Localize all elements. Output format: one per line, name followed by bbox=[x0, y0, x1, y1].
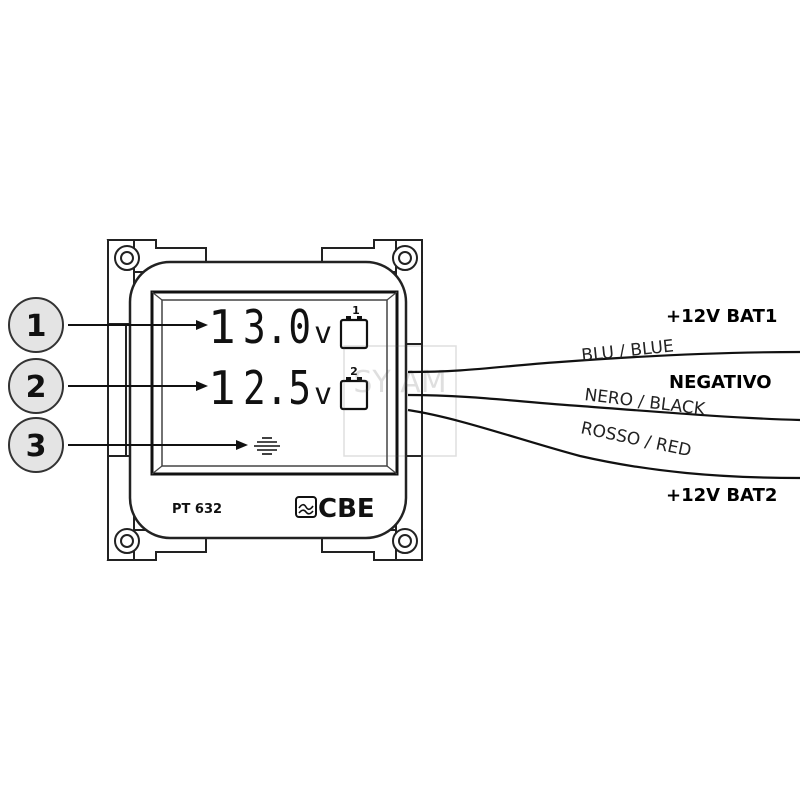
battery-2-icon: 2 bbox=[339, 365, 369, 411]
callout-1-number: 1 bbox=[26, 309, 47, 344]
wire-blue-label: BLU / BLUE bbox=[580, 336, 674, 366]
terminal-bat1-label: +12V BAT1 bbox=[666, 306, 777, 327]
battery-1-icon-number: 1 bbox=[352, 304, 360, 317]
wire-black bbox=[407, 393, 800, 422]
battery-1-voltage: 3.0 bbox=[243, 300, 311, 354]
terminal-negative-label: NEGATIVO bbox=[669, 372, 772, 393]
battery-1-index: 1 bbox=[208, 300, 236, 354]
cbe-logo-icon bbox=[295, 496, 317, 518]
battery-2-unit: v bbox=[314, 377, 332, 412]
wave-icon bbox=[254, 437, 280, 455]
callout-leaders bbox=[68, 320, 248, 450]
battery-2-readout: 1 2.5 v 2 bbox=[208, 361, 369, 415]
callout-2: 2 bbox=[8, 358, 64, 414]
battery-2-voltage: 2.5 bbox=[243, 361, 311, 415]
battery-1-unit: v bbox=[314, 316, 332, 351]
callout-3-number: 3 bbox=[26, 429, 47, 464]
callout-3: 3 bbox=[8, 417, 64, 473]
wires bbox=[407, 350, 800, 480]
brand-label: CBE bbox=[318, 494, 375, 524]
battery-2-icon-number: 2 bbox=[350, 365, 358, 378]
callout-2-number: 2 bbox=[26, 370, 47, 405]
battery-1-readout: 1 3.0 v 1 bbox=[208, 300, 369, 354]
wire-red bbox=[407, 408, 800, 480]
screw-holes bbox=[114, 245, 418, 554]
battery-2-index: 1 bbox=[208, 361, 236, 415]
model-label: PT 632 bbox=[172, 502, 222, 517]
battery-1-icon: 1 bbox=[339, 304, 369, 350]
callout-1: 1 bbox=[8, 297, 64, 353]
wire-red-label: ROSSO / RED bbox=[579, 418, 693, 461]
terminal-bat2-label: +12V BAT2 bbox=[666, 485, 777, 506]
wire-blue bbox=[407, 350, 800, 374]
